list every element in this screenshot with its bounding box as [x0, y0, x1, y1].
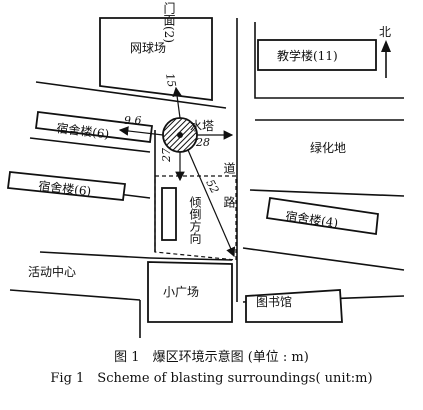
blast-zone-outline: [154, 175, 237, 261]
distance-to-tennis: 15: [163, 72, 178, 88]
tennis-court-label: 网球场: [130, 41, 166, 55]
topple-arrow: [187, 149, 236, 258]
caption-english: Fig 1 Scheme of blasting surroundings( u…: [50, 371, 373, 386]
distance-topple: 52: [203, 177, 221, 195]
gate-facade-building: 门面(2): [161, 1, 177, 241]
road-label: 道路: [222, 162, 236, 230]
activity-center-label: 活动中心: [28, 264, 76, 279]
green-area-label: 绿化地: [310, 140, 346, 155]
topple-direction-label: 倾倒方向: [188, 196, 202, 244]
distance-to-dorm: 9.6: [124, 114, 142, 127]
svg-text:道路: 道路: [222, 162, 236, 230]
tennis-court: 网球场: [99, 17, 213, 102]
gate-facade-label: 门面(2): [162, 1, 176, 43]
teaching-building-label: 教学楼(11): [277, 48, 338, 63]
distance-to-gate: 27: [160, 148, 173, 163]
dorm-1-label: 宿舍楼(6): [56, 120, 110, 141]
dorm-building-3: 宿舍楼(4): [265, 196, 379, 236]
teaching-building: 教学楼(11): [257, 39, 377, 71]
dorm-3-label: 宿舍楼(4): [285, 208, 340, 230]
north-arrow-icon: 北: [379, 25, 391, 78]
distance-to-road: 28: [195, 136, 210, 149]
line-to-tennis: [172, 86, 182, 119]
north-label: 北: [379, 25, 391, 39]
dorm-building-2: 宿舍楼(6): [6, 171, 127, 201]
svg-text:倾倒方向: 倾倒方向: [188, 196, 202, 244]
dorm-2-label: 宿舍楼(6): [38, 178, 92, 198]
water-tower-label: 水塔: [190, 119, 214, 133]
caption-chinese: 图 1 爆区环境示意图 (单位 : m): [114, 350, 309, 365]
line-to-dorm: [118, 126, 164, 136]
small-square: 小广场: [147, 261, 233, 323]
library: 图书馆: [245, 289, 343, 323]
small-square-label: 小广场: [163, 285, 199, 299]
library-label: 图书馆: [256, 294, 292, 309]
